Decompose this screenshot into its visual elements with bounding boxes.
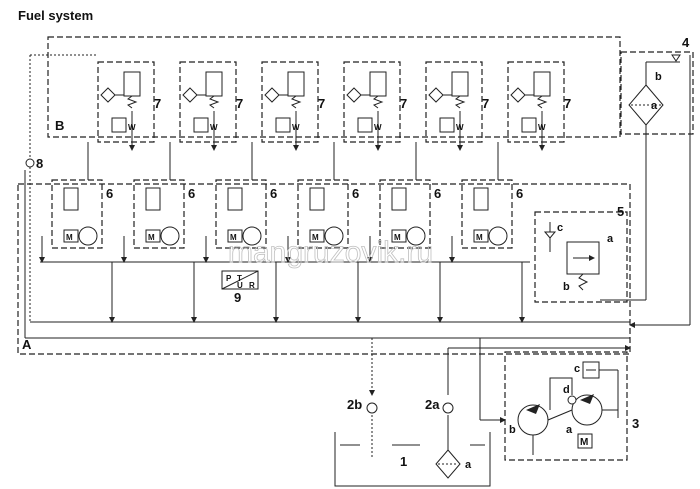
pump-unit-number: 6: [434, 186, 441, 201]
fuel-tank: [334, 415, 491, 487]
check-valve-8: [25, 158, 35, 168]
filter-b-label: b: [655, 71, 662, 83]
label-4: 4: [682, 35, 690, 50]
pump-motor-m: M: [476, 233, 483, 242]
pump-unit: M6: [285, 142, 361, 323]
injector: W7: [507, 61, 571, 151]
injector-number: 7: [482, 96, 489, 111]
coil-w: W: [128, 123, 136, 132]
injector: W7: [425, 61, 489, 151]
feed-pump-box: [504, 351, 628, 461]
injector: W7: [179, 61, 243, 151]
coil-w: W: [292, 123, 300, 132]
pump-unit-number: 6: [106, 186, 113, 201]
pump-motor-m: M: [148, 233, 155, 242]
coil-w: W: [538, 123, 546, 132]
valve5-b-label: b: [563, 281, 570, 293]
pressure-temp-sensor: P T U R: [221, 270, 259, 290]
pump-d-label: d: [563, 384, 570, 396]
feed-pump-assembly: M: [517, 361, 619, 455]
relief-valve-box: [534, 211, 628, 303]
label-9: 9: [234, 290, 241, 305]
pump-unit: M6: [121, 142, 197, 323]
label-3: 3: [632, 416, 639, 431]
label-8: 8: [36, 156, 43, 171]
label-5: 5: [617, 204, 624, 219]
pump-motor-m: M: [230, 233, 237, 242]
sensor-p: P: [226, 274, 232, 283]
injector-number: 7: [154, 96, 161, 111]
pump-motor-m: M: [312, 233, 319, 242]
tank-a-label: a: [465, 459, 472, 471]
check-valve-2b: [366, 402, 378, 414]
label-2a: 2a: [425, 397, 440, 412]
filter-a-label: a: [651, 100, 658, 112]
injector: W7: [343, 61, 407, 151]
zone-a: [17, 183, 631, 355]
pump-unit-number: 6: [270, 186, 277, 201]
sensor-r: R: [249, 281, 255, 290]
sensor-t: T: [237, 274, 242, 283]
filter-box: [620, 51, 694, 135]
injector-number: 7: [400, 96, 407, 111]
injector: W7: [97, 61, 161, 151]
pump-unit: M6: [449, 142, 525, 323]
feed-motor-m: M: [580, 437, 588, 448]
pump-a-label: a: [566, 424, 573, 436]
diagram-title: Fuel system: [18, 8, 94, 23]
zone-a-label: A: [22, 337, 32, 352]
zone-b: [47, 36, 621, 138]
zone-b-label: B: [55, 118, 64, 133]
label-2b: 2b: [347, 397, 362, 412]
relief-valve: [543, 222, 600, 291]
coil-w: W: [456, 123, 464, 132]
check-valve-2a: [442, 402, 454, 414]
valve5-a-label: a: [607, 233, 614, 245]
watermark: mangruzovik.ru: [228, 236, 433, 269]
pump-unit-number: 6: [352, 186, 359, 201]
pump-c-label: c: [574, 363, 580, 375]
injector-number: 7: [318, 96, 325, 111]
fuel-filter: [628, 54, 681, 300]
pump-unit-number: 6: [516, 186, 523, 201]
valve5-c-label: c: [557, 222, 563, 234]
pump-unit: M6: [39, 142, 115, 323]
coil-w: W: [374, 123, 382, 132]
sensor-u: U: [237, 281, 243, 290]
pump-unit: M6: [367, 142, 443, 323]
label-1: 1: [400, 454, 407, 469]
injector: W7: [261, 61, 325, 151]
pump-motor-m: M: [66, 233, 73, 242]
coil-w: W: [210, 123, 218, 132]
injector-number: 7: [564, 96, 571, 111]
pump-motor-m: M: [394, 233, 401, 242]
injector-number: 7: [236, 96, 243, 111]
pump-unit-number: 6: [188, 186, 195, 201]
pump-b-label: b: [509, 424, 516, 436]
pump-unit: M6: [203, 142, 279, 323]
